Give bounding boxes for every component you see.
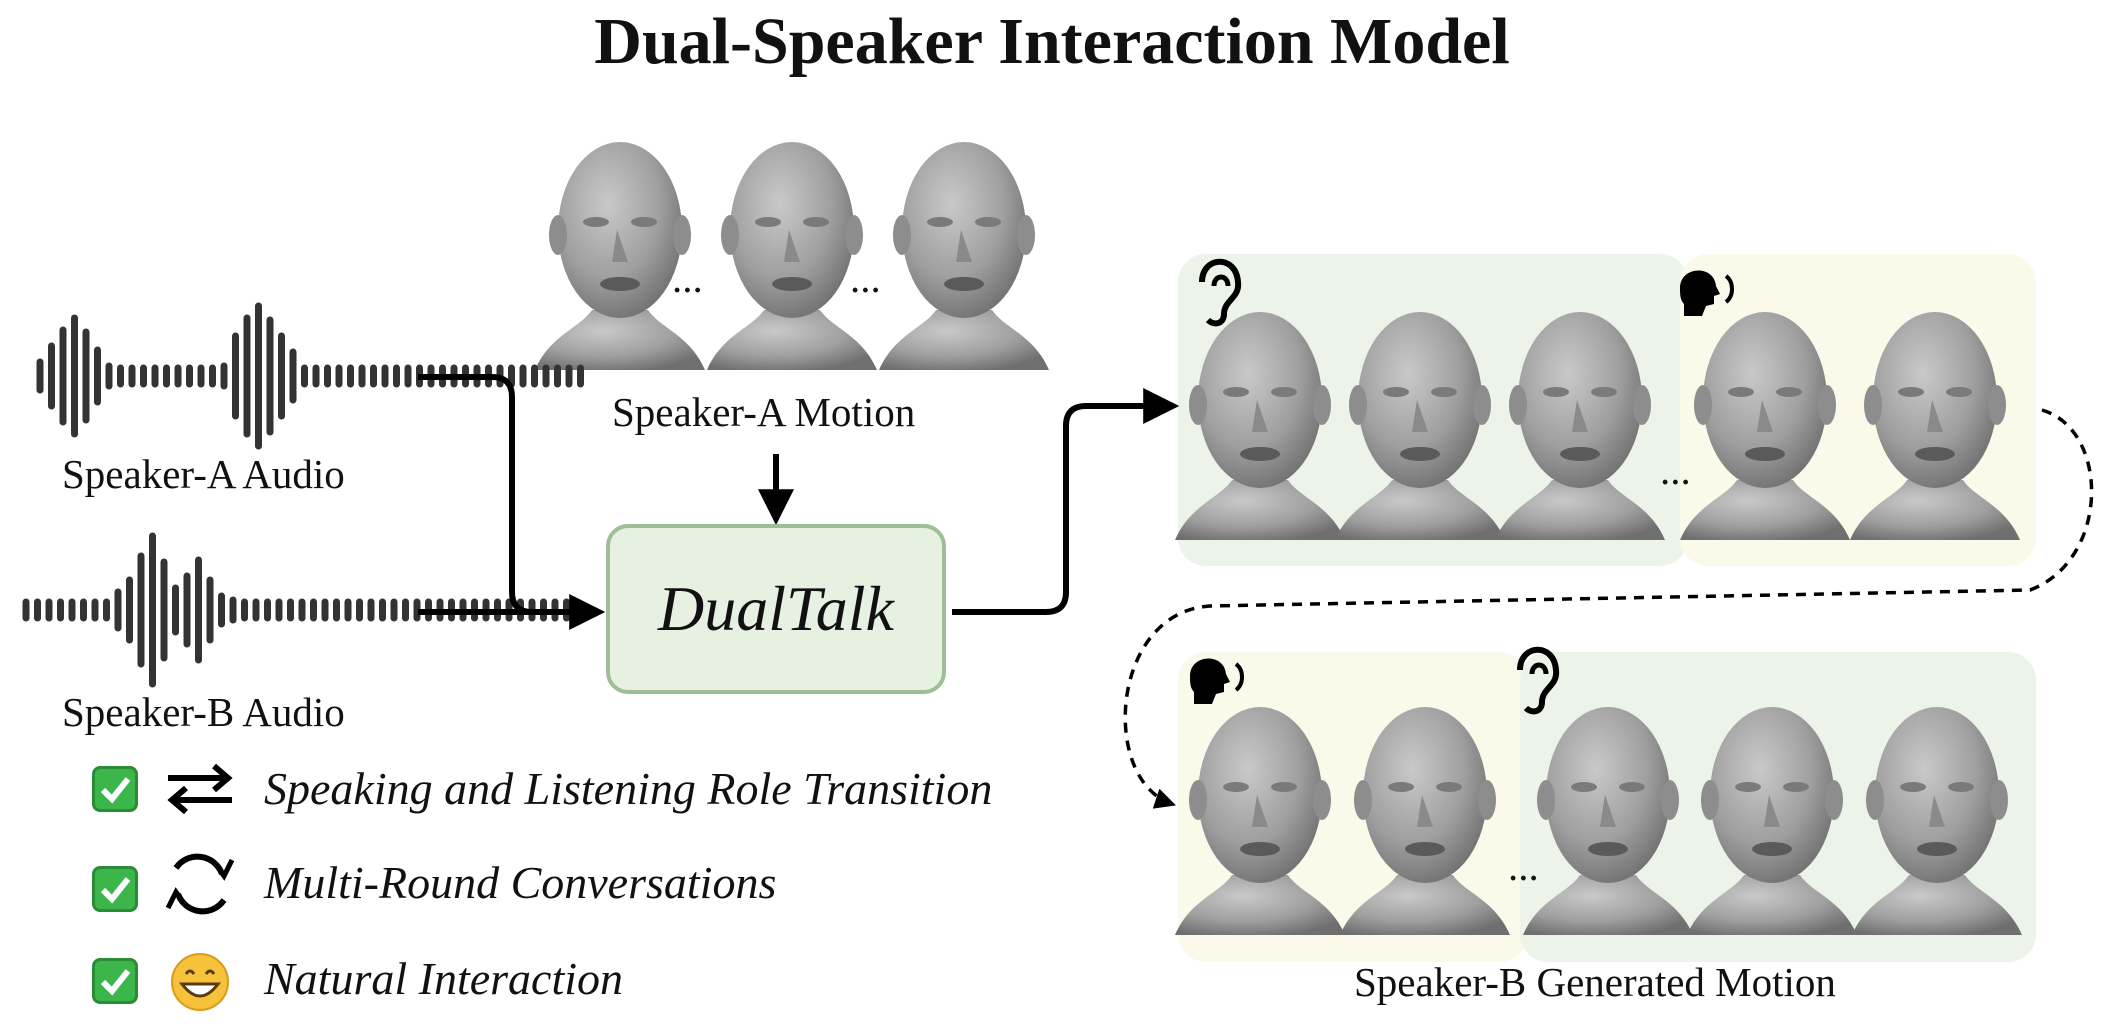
feature-role-transition: Speaking and Listening Role Transition (264, 763, 993, 814)
check-icon (92, 866, 138, 912)
model-to-output-arrow (952, 388, 1180, 615)
ellipsis-generated-2: ... (1508, 843, 1539, 889)
speaker-b-audio-label: Speaker-B Audio (62, 689, 345, 735)
check-icon (92, 958, 138, 1004)
speaker-a-motion-label: Speaker-A Motion (612, 389, 916, 435)
ear-icon (1199, 258, 1242, 327)
speaker-b-generated-label: Speaker-B Generated Motion (1354, 959, 1836, 1005)
ellipsis-motion-1: ... (672, 255, 703, 301)
swap-arrows-icon (167, 763, 233, 815)
ellipsis-generated-1: ... (1660, 447, 1691, 493)
ear-icon (1517, 646, 1560, 715)
check-icon (92, 766, 138, 812)
continuation-dashed-arrow (1123, 408, 2094, 809)
audio-a-to-model-arrow (418, 374, 606, 630)
speaking-head-icon (1680, 270, 1734, 316)
ellipsis-motion-2: ... (850, 255, 881, 301)
feature-natural-interaction: Natural Interaction (264, 953, 624, 1004)
feature-multi-round: Multi-Round Conversations (264, 857, 777, 908)
diagram-title: Dual-Speaker Interaction Model (594, 5, 1510, 78)
speaker-a-audio-label: Speaker-A Audio (62, 451, 345, 497)
dualtalk-model-box: DualTalk (606, 524, 946, 694)
refresh-cycle-icon (165, 853, 235, 915)
model-name: DualTalk (658, 573, 894, 644)
grinning-face-icon (171, 953, 229, 1011)
speaking-head-icon (1190, 658, 1244, 704)
speaker-a-face-3 (879, 142, 1049, 370)
speaker-a-waveform-icon (36, 302, 584, 450)
